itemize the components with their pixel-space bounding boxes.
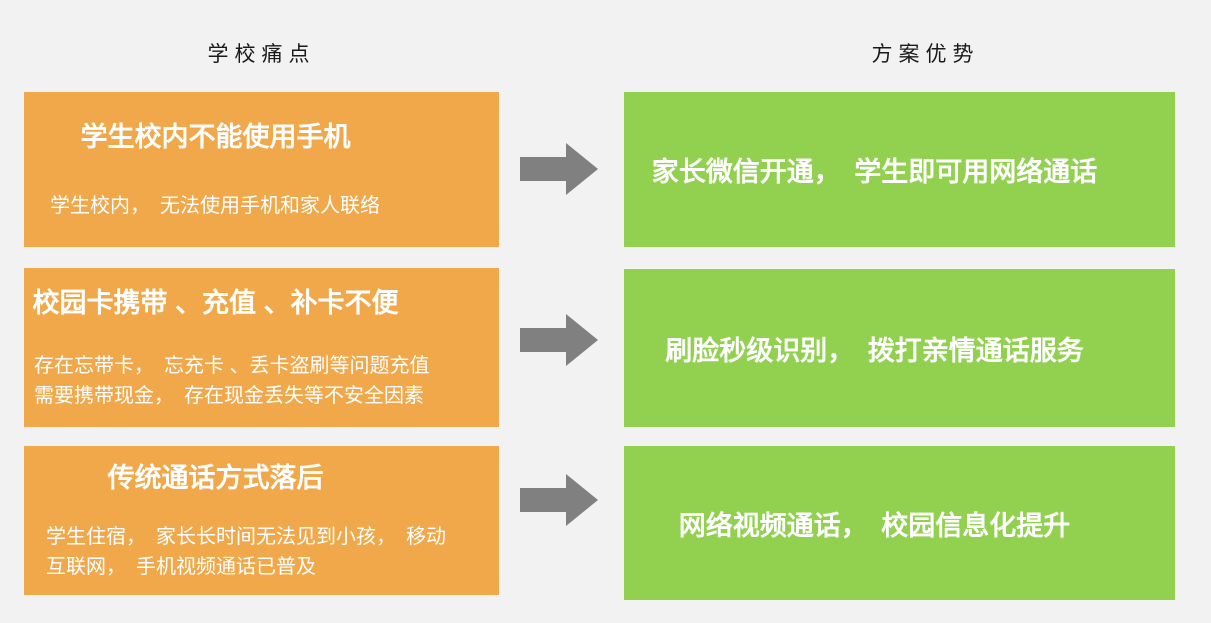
pain-detail-line: 需要携带现金， 存在现金丢失等不安全因素	[34, 384, 424, 407]
pain-box-1: 学生校内不能使用手机 学生校内， 无法使用手机和家人联络	[24, 92, 499, 247]
right-arrow-icon	[520, 314, 598, 366]
pain-detail: 学生校内， 无法使用手机和家人联络	[24, 191, 499, 221]
pain-box-3: 传统通话方式落后 学生住宿， 家长长时间无法见到小孩， 移动 互联网， 手机视频…	[24, 446, 499, 595]
advantage-text: 网络视频通话， 校园信息化提升	[678, 510, 1071, 541]
advantage-box-1: 家长微信开通， 学生即可用网络通话	[624, 92, 1175, 247]
pain-detail-line: 学生住宿， 家长长时间无法见到小孩， 移动	[46, 525, 446, 548]
pain-title: 传统通话方式落后	[107, 462, 324, 493]
pain-title: 校园卡携带 、充值 、补卡不便	[32, 287, 399, 318]
right-arrow-icon	[520, 474, 598, 526]
right-arrow-icon	[520, 143, 598, 195]
advantage-box-3: 网络视频通话， 校园信息化提升	[624, 446, 1175, 600]
pain-detail-line: 存在忘带卡， 忘充卡 、丢卡盗刷等问题充值	[34, 354, 430, 377]
advantage-box-2: 刷脸秒级识别， 拨打亲情通话服务	[624, 269, 1175, 427]
pain-detail-line: 互联网， 手机视频通话已普及	[46, 555, 316, 578]
advantage-text: 刷脸秒级识别， 拨打亲情通话服务	[665, 335, 1084, 366]
advantage-column-header: 方案优势	[871, 43, 980, 66]
pain-box-2: 校园卡携带 、充值 、补卡不便 存在忘带卡， 忘充卡 、丢卡盗刷等问题充值 需要…	[24, 268, 499, 427]
advantage-text: 家长微信开通， 学生即可用网络通话	[651, 157, 1098, 187]
pain-detail-line: 学生校内， 无法使用手机和家人联络	[50, 194, 380, 217]
pain-detail: 学生住宿， 家长长时间无法见到小孩， 移动 互联网， 手机视频通话已普及	[24, 522, 499, 582]
pain-column-header: 学校痛点	[207, 43, 316, 66]
pain-title: 学生校内不能使用手机	[80, 121, 351, 152]
pain-detail: 存在忘带卡， 忘充卡 、丢卡盗刷等问题充值 需要携带现金， 存在现金丢失等不安全…	[24, 351, 499, 411]
